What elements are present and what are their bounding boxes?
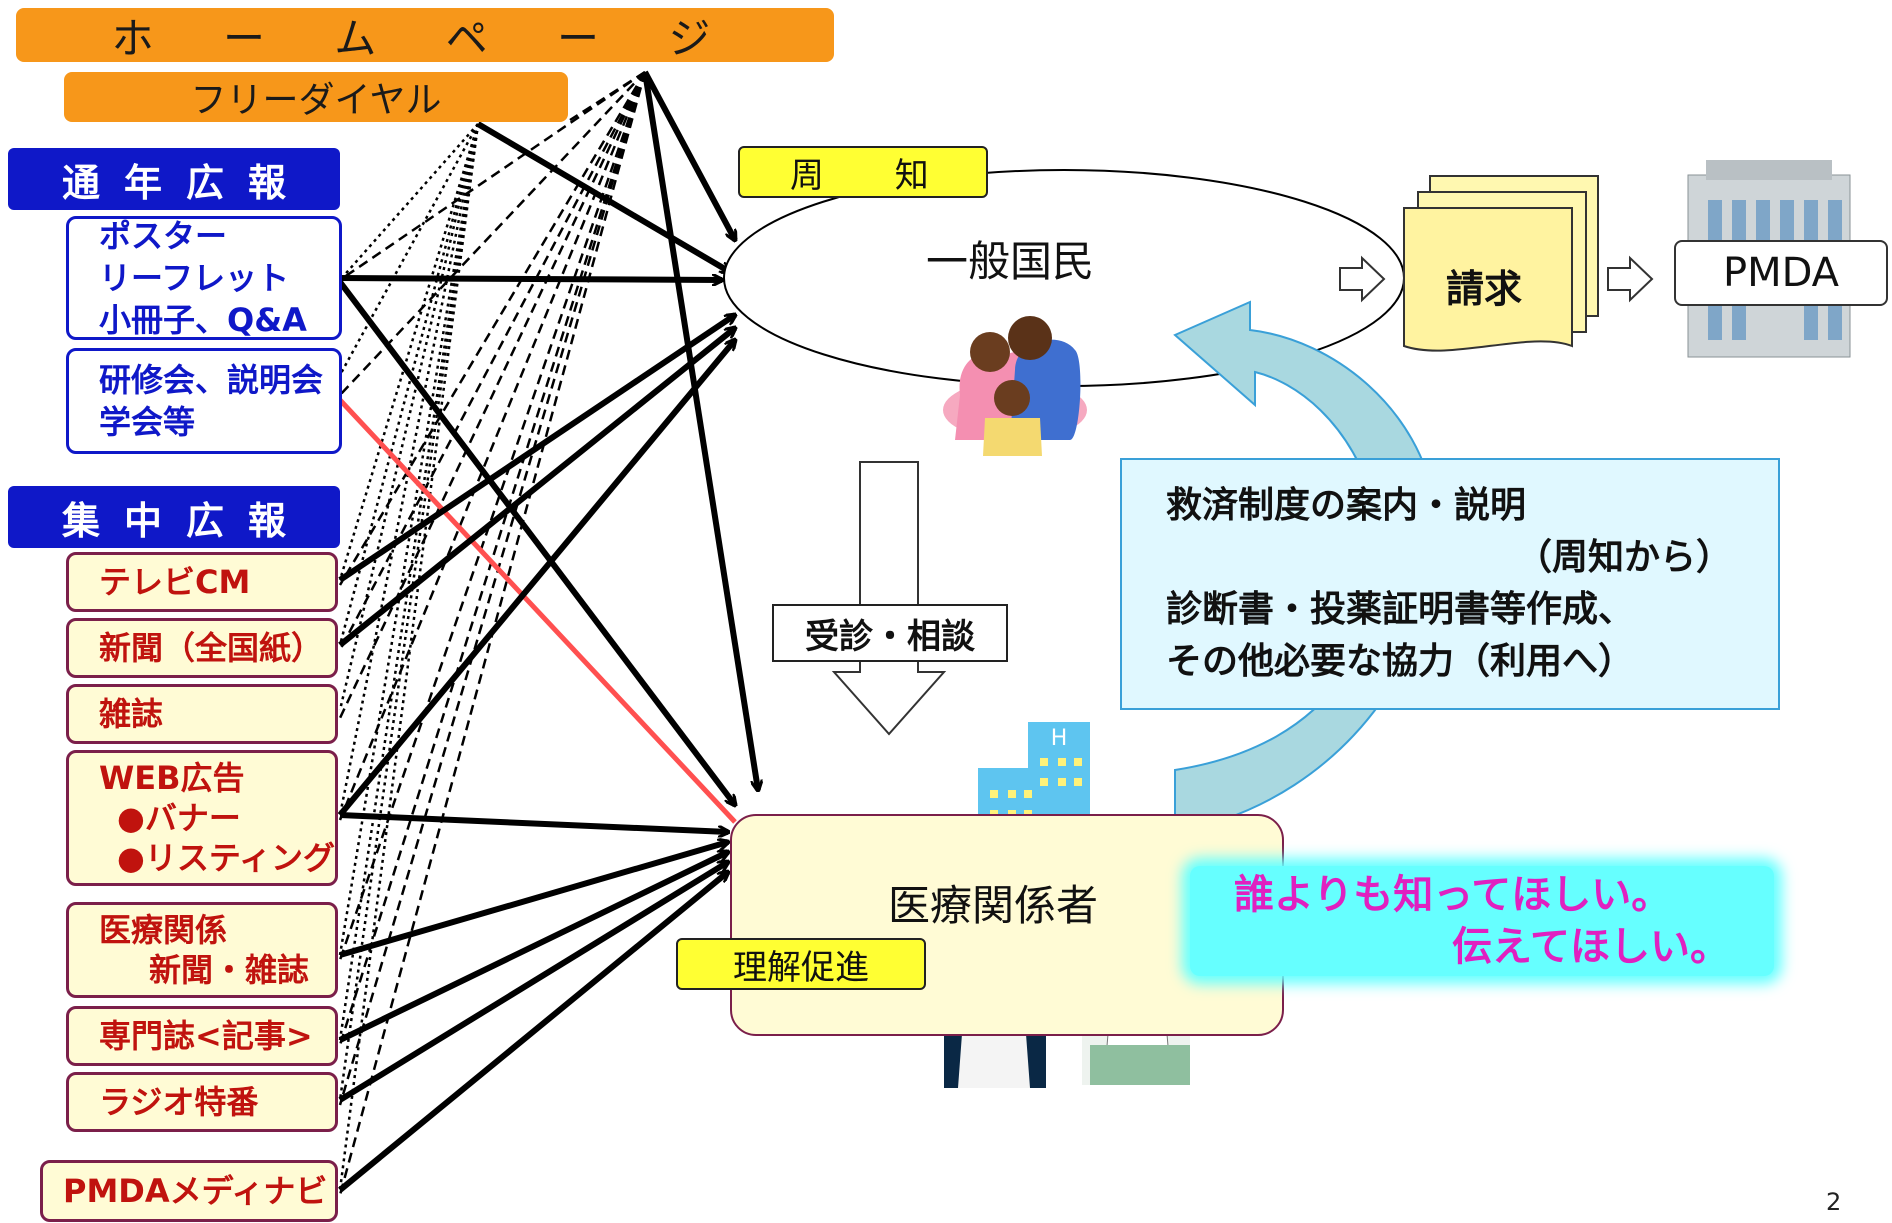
- freedial-label: フリーダイヤル: [190, 80, 442, 121]
- magazine-box: 雑誌: [66, 684, 338, 744]
- public-label: 一般国民: [926, 237, 1095, 286]
- support-line-4: その他必要な協力（利用へ）: [1166, 641, 1635, 682]
- seminar-red-arrow: [338, 398, 737, 824]
- consult-down-arrow: [831, 461, 947, 736]
- tv-cm-box: テレビCM: [66, 552, 338, 612]
- awareness-tag-label: 周 知: [790, 155, 959, 196]
- yearlong-heading: 通年広報: [8, 148, 340, 210]
- seminar-box: 研修会、説明会 学会等: [66, 348, 342, 454]
- print-line-1: ポスター: [99, 217, 228, 255]
- support-description-box: 救済制度の案内・説明 （周知から） 診断書・投薬証明書等作成、 その他必要な協力…: [1120, 458, 1780, 710]
- medinavi-box: PMDAメディナビ: [40, 1160, 338, 1222]
- awareness-tag: 周 知: [738, 146, 988, 198]
- pmda-box: PMDA: [1674, 240, 1888, 306]
- message-line-1: 誰よりも知ってほしい。: [1234, 872, 1672, 918]
- magazine-label: 雑誌: [99, 695, 164, 733]
- radio-label: ラジオ特番: [99, 1083, 259, 1121]
- focused-heading: 集中広報: [8, 486, 340, 548]
- newspaper-box: 新聞（全国紙）: [66, 618, 338, 678]
- homepage-banner: ホ ー ム ペ ー ジ: [16, 8, 834, 63]
- highlight-message-box: 誰よりも知ってほしい。 伝えてほしい。: [1190, 866, 1774, 976]
- seminar-line-2: 学会等: [99, 403, 196, 441]
- medical-press-line-1: 医療関係: [99, 911, 228, 949]
- medinavi-label: PMDAメディナビ: [63, 1172, 328, 1210]
- flow-arrow-2: [1607, 255, 1654, 303]
- medical-press-box: 医療関係 新聞・雑誌: [66, 902, 338, 998]
- flow-arrow-1: [1339, 255, 1386, 303]
- support-line-2: （周知から）: [1516, 537, 1733, 578]
- web-ad-banner: ●バナー: [117, 799, 241, 837]
- page-number: 2: [1826, 1188, 1842, 1216]
- radio-box: ラジオ特番: [66, 1072, 338, 1132]
- yearlong-heading-text: 通年広報: [61, 160, 310, 205]
- medical-press-line-2: 新聞・雑誌: [149, 951, 310, 989]
- web-ad-title: WEB広告: [99, 759, 245, 797]
- newspaper-label: 新聞（全国紙）: [99, 629, 324, 667]
- family-clipart: [943, 316, 1087, 456]
- print-materials-box: ポスター リーフレット 小冊子、Q&A: [66, 216, 342, 340]
- tv-cm-label: テレビCM: [99, 563, 251, 601]
- journal-box: 専門誌<記事>: [66, 1006, 338, 1066]
- consult-label: 受診・相談: [805, 616, 975, 657]
- homepage-dashed-lines: [338, 70, 647, 1196]
- homepage-label: ホ ー ム ペ ー ジ: [111, 13, 739, 63]
- understanding-tag: 理解促進: [676, 938, 926, 990]
- professionals-label: 医療関係者: [888, 881, 1099, 930]
- journal-label: 専門誌<記事>: [99, 1017, 313, 1055]
- thick-arrows: [337, 70, 758, 1193]
- web-ad-listing: ●リスティング: [117, 839, 336, 877]
- claim-label: 請求: [1446, 267, 1523, 311]
- understanding-tag-label: 理解促進: [733, 947, 869, 988]
- claim-documents-icon: [1403, 175, 1599, 352]
- print-line-3: 小冊子、Q&A: [99, 301, 307, 339]
- freedial-banner: フリーダイヤル: [64, 72, 568, 122]
- support-line-3: 診断書・投薬証明書等作成、: [1166, 589, 1635, 630]
- svg-text:H: H: [1051, 726, 1068, 751]
- focused-heading-text: 集中広報: [61, 498, 310, 543]
- pmda-label: PMDA: [1722, 250, 1840, 296]
- consult-box: 受診・相談: [772, 604, 1008, 662]
- seminar-line-1: 研修会、説明会: [99, 361, 324, 399]
- web-ad-box: WEB広告 ●バナー ●リスティング: [66, 750, 338, 886]
- print-line-2: リーフレット: [99, 259, 290, 297]
- support-line-1: 救済制度の案内・説明: [1166, 485, 1527, 526]
- message-line-2: 伝えてほしい。: [1452, 924, 1730, 970]
